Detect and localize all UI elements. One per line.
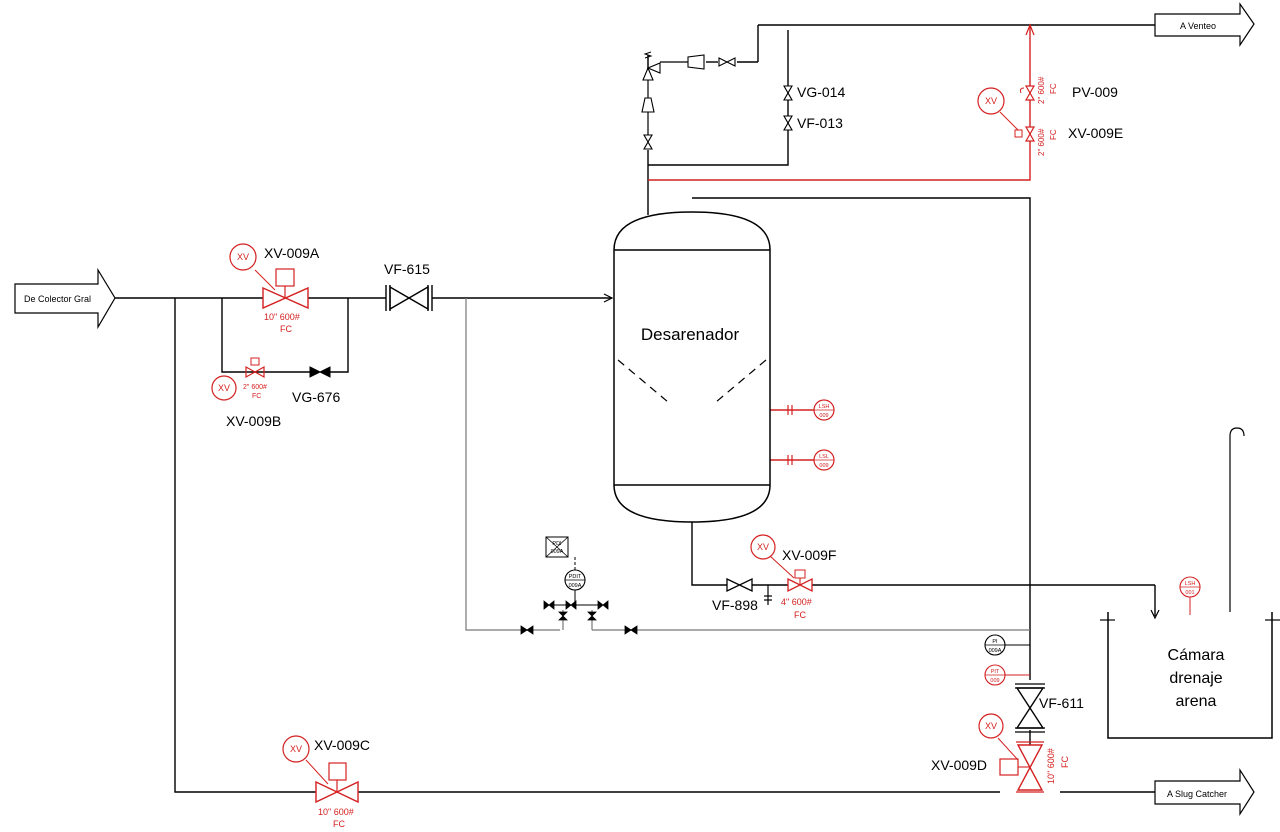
xv-009c-bubble: XV xyxy=(290,744,302,754)
xv-009e-tag: XV-009E xyxy=(1068,125,1123,141)
xv-009f-bubble: XV xyxy=(757,542,769,552)
xv-009a-spec: 10" 600# xyxy=(264,312,300,322)
pi-009a-top: PI xyxy=(992,639,998,645)
xv-009b-bubble: XV xyxy=(218,383,230,393)
vessel-name: Desarenador xyxy=(641,325,740,344)
vg-676-valve[interactable]: VG-676 xyxy=(292,366,340,405)
psv-icon[interactable] xyxy=(642,51,661,81)
main-piping xyxy=(115,24,1245,793)
slug-arrow-label: A Slug Catcher xyxy=(1167,789,1227,799)
pv-009-valve[interactable]: 2" 600# FC PV-009 xyxy=(1019,76,1118,104)
xv-009b-tag: XV-009B xyxy=(226,413,281,429)
xv-009b-spec: 2" 600# xyxy=(243,384,267,391)
reducer-vertical xyxy=(641,97,655,113)
pit-009-top: PIT xyxy=(991,669,1000,675)
lsl-009-top: LSL xyxy=(819,454,829,460)
xv-009f-valve[interactable]: XV XV-009F 4" 600# FC xyxy=(750,534,836,620)
lsh-009-instrument[interactable]: LSH 009 xyxy=(787,399,835,421)
reducer-horizontal xyxy=(687,54,705,70)
xv-009d-fc: FC xyxy=(1060,756,1070,768)
lsh-001-top: LSH xyxy=(1185,581,1196,587)
pdit-009a-bottom: 009A xyxy=(569,583,582,589)
inlet-arrow: De Colector Gral xyxy=(14,267,116,330)
slug-arrow: A Slug Catcher xyxy=(1154,767,1255,817)
xv-009c-valve[interactable]: XV XV-009C 10" 600# FC xyxy=(282,735,370,829)
desarenador-vessel: Desarenador xyxy=(613,211,771,523)
lsh-001-bottom: 001 xyxy=(1185,590,1194,596)
vf-615-tag: VF-615 xyxy=(384,261,430,277)
vf-013-tag: VF-013 xyxy=(797,115,843,131)
vent-gate-valve-upper[interactable] xyxy=(718,57,736,67)
xv-009b-fc: FC xyxy=(252,393,261,400)
pi-009a-instrument[interactable]: PI 009A xyxy=(984,634,1030,656)
xv-009d-tag: XV-009D xyxy=(931,757,987,773)
pit-009-bottom: 009 xyxy=(990,678,999,684)
xv-009f-fc: FC xyxy=(794,610,806,620)
xv-009a-tag: XV-009A xyxy=(264,245,320,261)
lsh-009-bottom: 009 xyxy=(819,413,828,419)
vf-898-valve[interactable]: VF-898 xyxy=(712,577,758,613)
pv-009-spec: 2" 600# xyxy=(1037,76,1046,104)
xv-009f-spec: 4" 600# xyxy=(781,597,812,607)
xv-009c-tag: XV-009C xyxy=(314,737,370,753)
vf-611-tag: VF-611 xyxy=(1039,695,1084,711)
xv-009e-spec: 2" 600# xyxy=(1037,128,1046,156)
pit-009-instrument[interactable]: PIT 009 xyxy=(984,664,1030,686)
xv-009f-tag: XV-009F xyxy=(782,547,836,563)
vg-676-tag: VG-676 xyxy=(292,389,340,405)
xv-009e-fc: FC xyxy=(1049,129,1058,140)
xv-009d-spec: 10" 600# xyxy=(1046,748,1056,784)
vg-014-valve[interactable]: VG-014 xyxy=(783,84,845,101)
xv-009e-valve[interactable]: XV 2" 600# FC XV-009E xyxy=(977,87,1123,156)
pdi-009a-bottom: 009A xyxy=(551,549,564,555)
vent-gate-valve-lower[interactable] xyxy=(643,134,653,150)
xv-009e-bubble: XV xyxy=(985,96,997,106)
utility-valves xyxy=(520,625,638,635)
vf-611-valve[interactable]: VF-611 xyxy=(1015,683,1084,733)
lsh-009-top: LSH xyxy=(819,404,830,410)
xv-009c-spec: 10" 600# xyxy=(318,807,354,817)
vf-898-tag: VF-898 xyxy=(712,597,758,613)
vf-013-valve[interactable]: VF-013 xyxy=(783,115,843,131)
xv-009a-bubble: XV xyxy=(237,252,249,262)
chamber-label-3: arena xyxy=(1176,693,1217,710)
pdit-009a-top: PDIT xyxy=(569,574,582,580)
xv-009c-fc: FC xyxy=(333,819,345,829)
inlet-arrow-label: De Colector Gral xyxy=(24,294,91,304)
vf-615-valve[interactable]: VF-615 xyxy=(384,261,433,311)
vent-line-valves xyxy=(641,51,736,150)
lsl-009-bottom: 009 xyxy=(819,463,828,469)
drain-tap xyxy=(764,585,772,605)
pv-009-tag: PV-009 xyxy=(1072,84,1118,100)
xv-009a-fc: FC xyxy=(280,324,292,334)
pv-009-fc: FC xyxy=(1049,83,1058,94)
xv-009a-valve[interactable]: XV XV-009A 10" 600# FC xyxy=(229,243,320,334)
chamber-label-2: drenaje xyxy=(1169,670,1222,687)
utility-valve-right[interactable] xyxy=(624,625,638,635)
vg-014-tag: VG-014 xyxy=(797,84,845,100)
lsh-001-instrument[interactable]: LSH 001 xyxy=(1179,576,1201,615)
xv-009d-bubble: XV xyxy=(985,721,997,731)
pdi-009a-top: PDI xyxy=(552,541,562,547)
utility-valve-left[interactable] xyxy=(520,625,534,635)
xv-009d-valve[interactable]: XV XV-009D 10" 600# FC xyxy=(931,713,1070,793)
pdit-manifold: PDI 009A PDIT 009A xyxy=(543,536,609,621)
xv-009b-valve[interactable]: XV 2" 600# FC XV-009B xyxy=(211,357,281,429)
pi-009a-bottom: 009A xyxy=(989,648,1002,654)
chamber-label-1: Cámara xyxy=(1168,647,1225,664)
vent-arrow: A Venteo xyxy=(1154,2,1255,47)
vent-arrow-label: A Venteo xyxy=(1180,21,1216,31)
sand-drain-chamber: Cámara drenaje arena xyxy=(1100,612,1280,739)
lsl-009-instrument[interactable]: LSL 009 xyxy=(787,449,835,471)
